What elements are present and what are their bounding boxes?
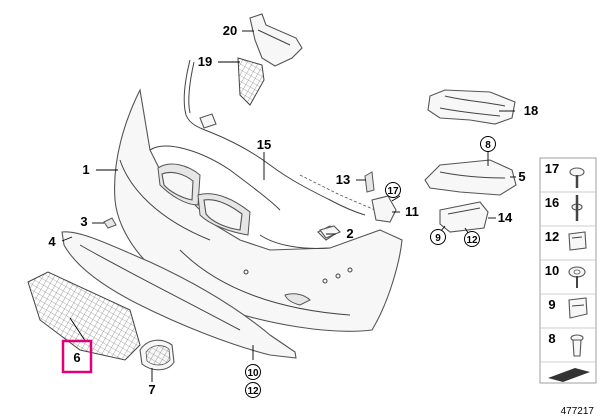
fastener-label-8: 8 — [548, 331, 555, 346]
callout-12-lower: 12 — [247, 386, 259, 397]
callout-6[interactable]: 6 — [73, 350, 80, 365]
diagram-id: 477217 — [561, 406, 595, 417]
leader-lines — [61, 30, 516, 382]
spring-nut-icon — [568, 297, 588, 319]
callout-17: 17 — [387, 186, 399, 197]
fastener-label-9: 9 — [548, 297, 555, 312]
grille-mesh — [27, 271, 141, 361]
screw-icon — [569, 167, 585, 188]
callout-7: 7 — [148, 382, 155, 397]
callout-10: 10 — [247, 368, 259, 379]
callout-11: 11 — [405, 204, 419, 219]
callout-4: 4 — [48, 234, 56, 249]
callout-14: 14 — [498, 210, 513, 225]
callout-5: 5 — [518, 169, 525, 184]
fastener-label-17: 17 — [545, 161, 559, 176]
clip-part — [103, 217, 117, 229]
fastener-label-10: 10 — [545, 263, 559, 278]
bolt-icon — [571, 195, 583, 221]
washer-icon — [568, 266, 586, 288]
callout-18: 18 — [524, 103, 538, 118]
washer-cover — [237, 57, 265, 106]
callout-15: 15 — [257, 137, 271, 152]
callouts: 20 19 1 15 3 4 2 18 5 13 11 14 7 8 17 9 … — [48, 23, 538, 398]
arrow-symbol-icon — [548, 368, 590, 382]
callout-9: 9 — [435, 233, 441, 244]
upper-bracket — [249, 13, 303, 67]
callout-1: 1 — [82, 162, 89, 177]
fastener-column: 17 16 12 10 9 8 — [539, 157, 597, 384]
sensor-holder — [371, 195, 397, 223]
air-guide — [424, 159, 517, 196]
highlight-box — [61, 339, 93, 374]
mount-bracket — [439, 201, 489, 233]
fastener-label-12: 12 — [545, 229, 559, 244]
callout-19: 19 — [198, 54, 212, 69]
wiring-harness — [183, 59, 366, 216]
sensor — [364, 171, 375, 193]
callout-8: 8 — [485, 140, 491, 151]
callout-2: 2 — [346, 226, 353, 241]
fog-light-cover-inner — [145, 345, 171, 366]
rivet-icon — [570, 334, 584, 357]
callout-12: 12 — [466, 235, 478, 246]
fastener-label-16: 16 — [545, 195, 559, 210]
callout-13: 13 — [336, 172, 350, 187]
tow-hook-cover — [319, 225, 341, 239]
clip-nut-icon — [568, 231, 587, 251]
callout-3: 3 — [80, 214, 87, 229]
callout-20: 20 — [223, 23, 237, 38]
air-duct — [427, 89, 516, 125]
lower-trim-strip — [61, 231, 297, 359]
